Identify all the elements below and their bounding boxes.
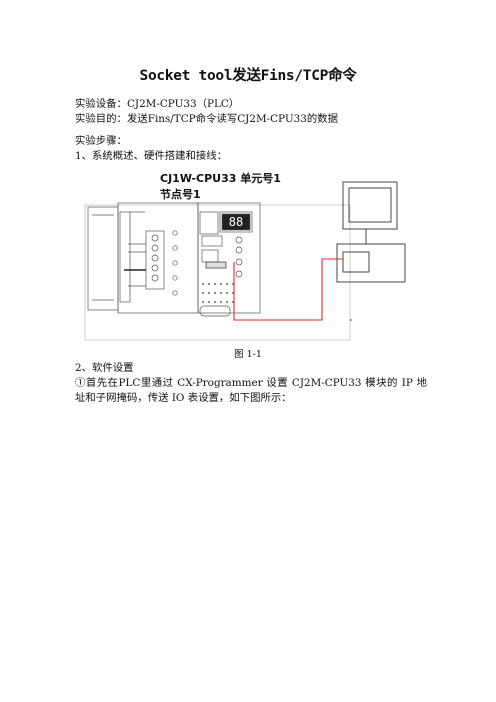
figure-label-unit: CJ1W-CPU33 单元号1 xyxy=(160,172,281,185)
equipment-line: 实验设备：CJ2M-CPU33（PLC） xyxy=(75,98,240,110)
pin-rows xyxy=(202,283,234,303)
seven-segment-display xyxy=(221,213,251,231)
ethernet-cable xyxy=(233,258,343,321)
step2-heading: 2、软件设置 xyxy=(75,362,134,374)
purpose-line: 实验目的：发送Fins/TCP命令读写CJ2M-CPU33的数据 xyxy=(75,113,339,125)
computer xyxy=(336,181,406,283)
ethernet-port xyxy=(205,261,227,269)
computer-base xyxy=(336,243,406,283)
power-supply-module xyxy=(87,206,119,311)
step1-heading: 1、系统概述、硬件搭建和接线： xyxy=(75,150,228,162)
figure-label-node: 节点号1 xyxy=(160,188,201,201)
display-digits: 88 xyxy=(229,215,243,229)
figure-caption: 图 1-1 xyxy=(234,349,262,360)
monitor xyxy=(342,181,398,230)
steps-heading: 实验步骤： xyxy=(75,135,127,147)
page-title: Socket tool发送Fins/TCP命令 xyxy=(139,68,357,84)
terminal-block xyxy=(145,230,165,290)
ethernet-unit xyxy=(197,202,261,314)
plc-rack xyxy=(84,202,351,341)
step2-detail: ①首先在PLC里通过 CX-Programmer 设置 CJ2M-CPU33 模… xyxy=(75,377,427,404)
cable-dot xyxy=(350,319,352,321)
